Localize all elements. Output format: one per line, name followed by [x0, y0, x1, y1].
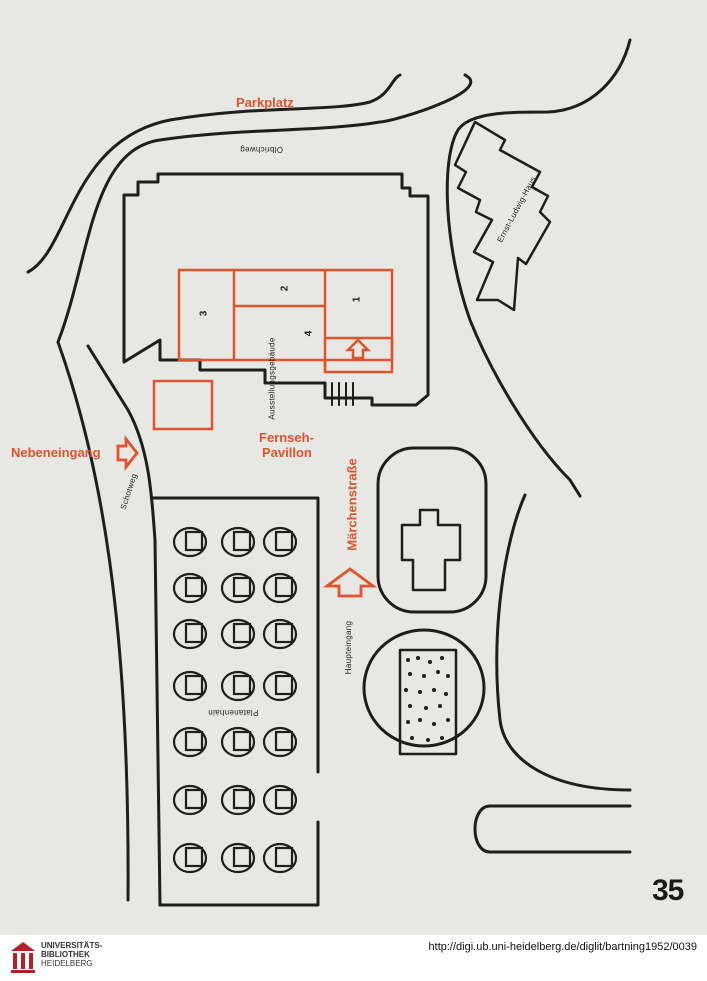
viewer-footer [0, 935, 707, 981]
logo-line-2: BIBLIOTHEK [41, 950, 90, 959]
fountain-enclosure [376, 446, 488, 614]
parkplatz-label: Parkplatz [236, 95, 294, 110]
tree [172, 618, 208, 650]
university-library-logo-icon [11, 942, 35, 973]
page-number: 35 [652, 874, 684, 907]
tree [172, 842, 208, 874]
tree [220, 526, 256, 558]
logo-line-1: UNIVERSITÄTS- [41, 941, 103, 950]
tree [262, 618, 298, 650]
fountain-cross [400, 508, 462, 592]
tree [262, 572, 298, 604]
room-dividers [232, 270, 392, 370]
tree [262, 726, 298, 758]
tree [262, 784, 298, 816]
tree [220, 572, 256, 604]
tree [220, 842, 256, 874]
library-logo-text: UNIVERSITÄTS- BIBLIOTHEK HEIDELBERG [41, 941, 102, 968]
tree [172, 572, 208, 604]
tree [220, 784, 256, 816]
platanenhain-south-edge [158, 820, 320, 907]
tree [172, 784, 208, 816]
plane-tree-grid [172, 526, 298, 874]
schotweg-east-edge [86, 344, 162, 907]
room-annex [323, 338, 394, 374]
tree [262, 526, 298, 558]
tree [172, 526, 208, 558]
fernseh-pavillon-label-line2: Pavillon [262, 445, 312, 460]
olbrichweg-label: Olbrichweg [240, 145, 284, 154]
flower-bed-plants [404, 656, 450, 742]
room-number-4: 4 [303, 330, 315, 337]
nebeneingang-label: Nebeneingang [11, 445, 101, 460]
tree [262, 670, 298, 702]
permalink-url[interactable]: http://digi.ub.uni-heidelberg.de/diglit/… [428, 941, 697, 953]
tree [220, 670, 256, 702]
road-left-inner-edge [56, 73, 473, 344]
platanenhain-label: Platanenhain [208, 708, 259, 717]
room-number-3: 3 [198, 310, 210, 317]
maerchenstrasse-label: Märchenstraße [344, 458, 360, 551]
platanenhain-north-edge [150, 496, 320, 774]
ernst-ludwig-haus-outline [453, 120, 552, 312]
flower-bed [398, 648, 458, 756]
road-right-lower [473, 804, 632, 854]
haupteingang-arrow [322, 567, 378, 598]
exhibition-entrance-arrow [344, 338, 372, 360]
nebeneingang-arrow [116, 434, 139, 472]
haupteingang-label: Haupteingang [344, 620, 354, 675]
tree [220, 726, 256, 758]
flower-bed-oval [362, 628, 486, 748]
tree [172, 726, 208, 758]
exhibition-rooms-frame [177, 268, 394, 362]
fernseh-pavillon-building [152, 379, 214, 431]
room-number-1: 1 [351, 296, 363, 303]
tree [172, 670, 208, 702]
entrance-steps [331, 382, 354, 406]
logo-line-3: HEIDELBERG [41, 959, 93, 968]
site-plan-map [26, 38, 632, 907]
room-number-2: 2 [279, 285, 291, 292]
schotweg-west-edge [56, 340, 130, 902]
map-page: Parkplatz Olbrichweg Ernst-Ludwig-Haus A… [11, 38, 685, 907]
fernseh-pavillon-label-line1: Fernseh- [259, 430, 314, 445]
tree [220, 618, 256, 650]
ausstellungsgebaeude-label: Ausstellungsgebäude [267, 337, 277, 420]
road-right-curve [445, 38, 632, 498]
road-right-inner [495, 493, 632, 792]
road-left-outer-edge [26, 73, 402, 274]
tree [262, 842, 298, 874]
